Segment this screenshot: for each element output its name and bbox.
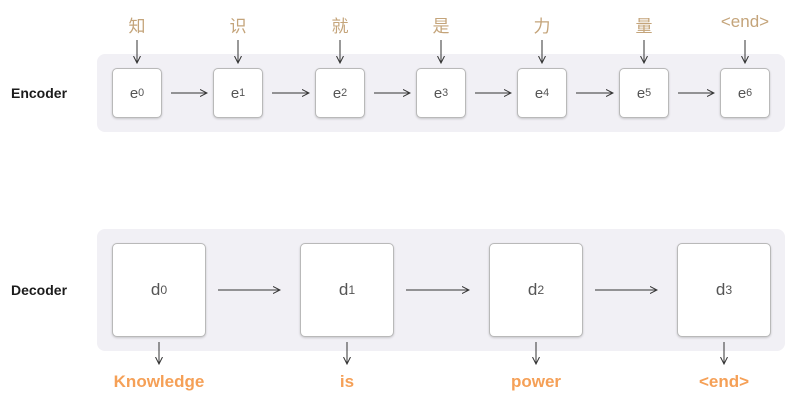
input-token: 力 bbox=[533, 17, 551, 36]
output-token: <end> bbox=[698, 372, 750, 391]
input-token: 就 bbox=[331, 17, 349, 36]
input-token: 量 bbox=[635, 17, 653, 36]
encoder-label: Encoder bbox=[11, 85, 68, 101]
output-token: Knowledge bbox=[113, 372, 205, 391]
decoder-label: Decoder bbox=[11, 282, 68, 298]
input-token: 知 bbox=[128, 17, 146, 36]
input-token: <end> bbox=[720, 12, 770, 31]
input-token: 识 bbox=[229, 17, 247, 36]
output-token: power bbox=[510, 372, 562, 391]
input-token: 是 bbox=[432, 17, 450, 36]
output-token: is bbox=[339, 372, 355, 391]
